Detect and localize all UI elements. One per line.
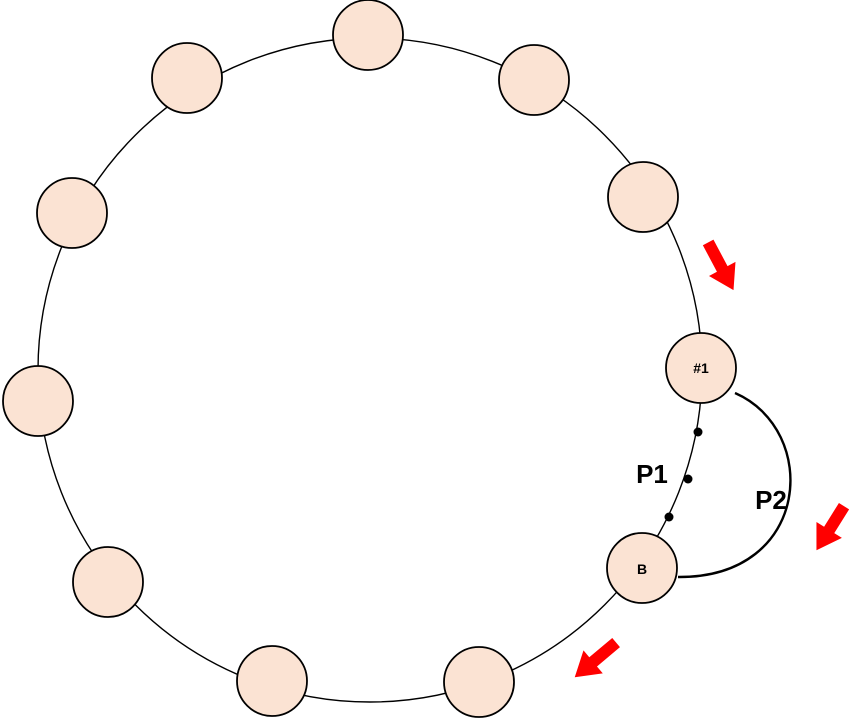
ring-node — [36, 177, 108, 249]
ring-node — [498, 44, 570, 116]
ring-node — [2, 365, 74, 437]
ring-node-b — [606, 532, 678, 604]
red-arrow-icon — [574, 637, 620, 678]
p1-dot — [683, 474, 693, 484]
p1-dot — [664, 512, 674, 522]
node-b-label: B — [637, 561, 647, 577]
ring-node — [332, 0, 404, 71]
ring-node — [151, 42, 223, 114]
p2-label: P2 — [755, 485, 787, 515]
red-arrow-icon — [816, 502, 850, 551]
ring-node — [607, 161, 679, 233]
ring-node-1 — [665, 332, 737, 404]
ring-path — [37, 37, 703, 703]
ring-node — [443, 646, 515, 718]
p1-label: P1 — [636, 459, 668, 489]
red-arrow-icon — [702, 239, 736, 291]
p1-dot — [693, 427, 703, 437]
p2-bypass-path — [677, 391, 792, 579]
ring-node — [72, 546, 144, 618]
node-1-label: #1 — [693, 360, 709, 376]
ring-node — [236, 645, 308, 717]
